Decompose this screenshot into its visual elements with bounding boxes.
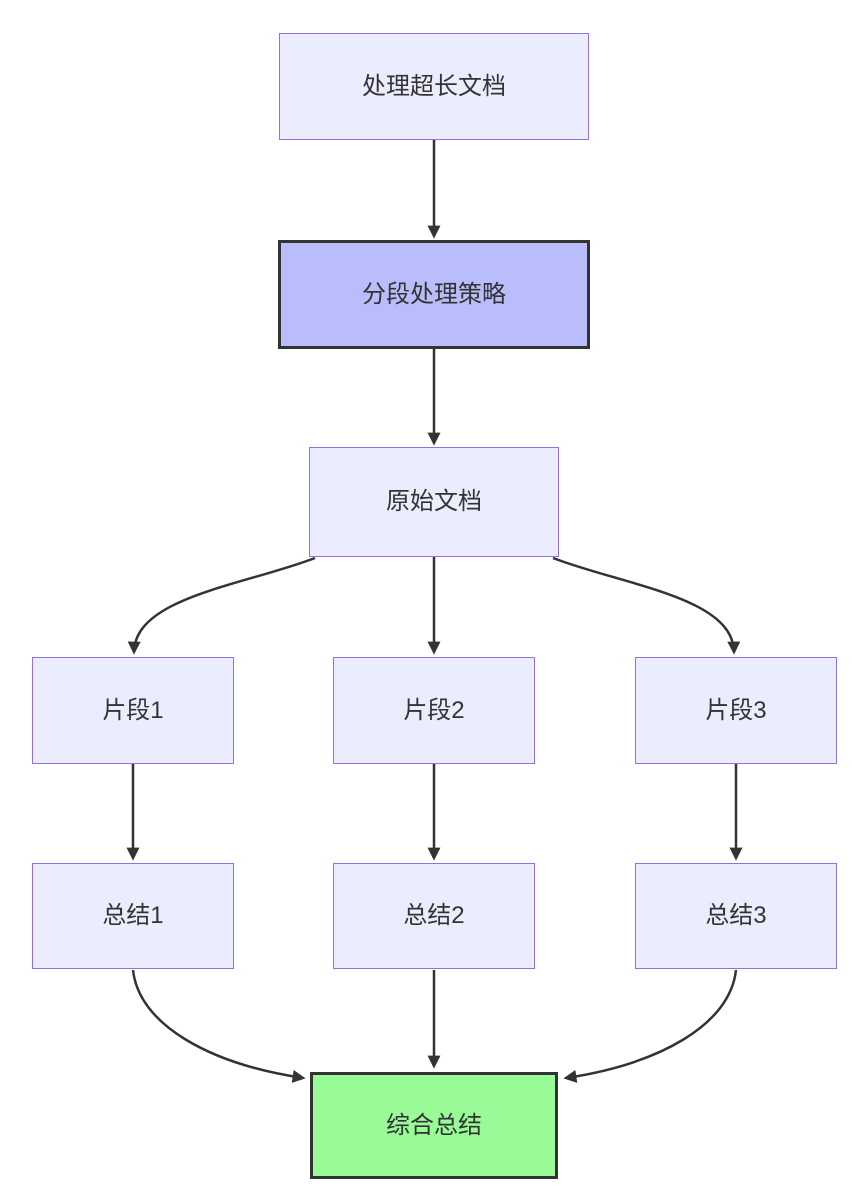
edge-c-d1	[127, 556, 316, 655]
node-summary-1: 总结1	[32, 863, 234, 969]
node-label: 总结1	[102, 902, 164, 930]
node-label: 原始文档	[386, 488, 482, 516]
node-summary-2: 总结2	[333, 863, 535, 969]
node-label: 分段处理策略	[362, 280, 506, 308]
node-label: 片段3	[705, 696, 767, 724]
node-segmented-processing-strategy: 分段处理策略	[278, 240, 590, 349]
node-label: 片段2	[403, 696, 465, 724]
node-fragment-3: 片段3	[635, 657, 837, 764]
node-handle-long-document: 处理超长文档	[279, 33, 589, 140]
node-label: 综合总结	[386, 1111, 482, 1139]
node-label: 总结3	[705, 902, 767, 930]
node-combined-summary: 综合总结	[310, 1072, 558, 1179]
edge-e1-f	[131, 969, 306, 1083]
node-summary-3: 总结3	[635, 863, 837, 969]
node-label: 处理超长文档	[362, 72, 506, 100]
node-fragment-1: 片段1	[32, 657, 234, 764]
edge-c-d3	[552, 556, 741, 655]
node-original-document: 原始文档	[309, 447, 559, 557]
node-fragment-2: 片段2	[333, 657, 535, 764]
edge-e3-f	[563, 969, 738, 1083]
node-label: 片段1	[102, 696, 164, 724]
node-label: 总结2	[403, 902, 465, 930]
